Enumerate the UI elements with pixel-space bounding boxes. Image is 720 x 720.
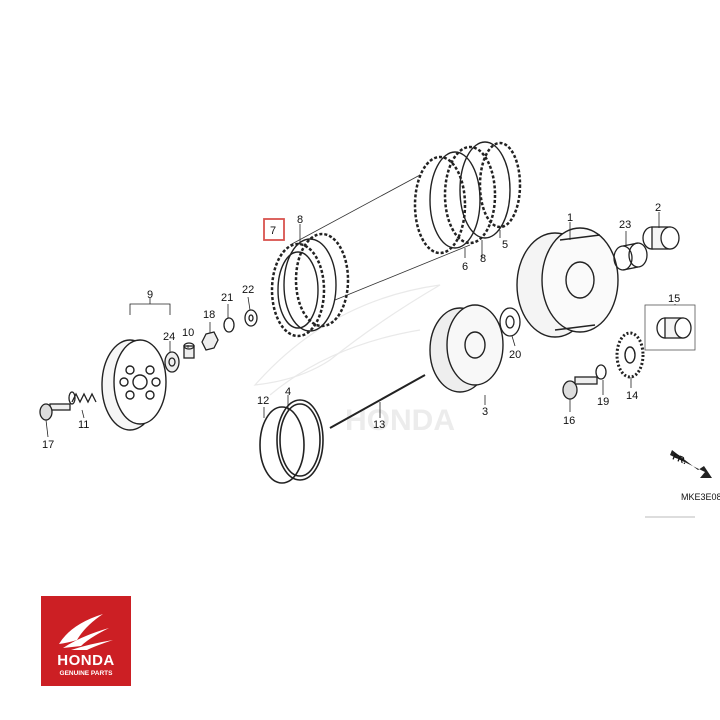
callout-8-front[interactable]: 8 bbox=[297, 214, 303, 226]
diagram-code: MKE3E08 bbox=[681, 492, 720, 502]
callout-12[interactable]: 12 bbox=[257, 395, 269, 407]
part-9-pressure-plate[interactable] bbox=[101, 339, 167, 431]
part-20-washer[interactable] bbox=[499, 307, 521, 337]
callout-16[interactable]: 16 bbox=[563, 415, 575, 427]
part-5-6-8-plate-stack[interactable] bbox=[413, 141, 522, 255]
callout-8-back[interactable]: 8 bbox=[480, 253, 486, 265]
part-23-needle-bearing[interactable] bbox=[613, 242, 648, 271]
guide-lines bbox=[289, 174, 471, 301]
callout-5[interactable]: 5 bbox=[502, 239, 508, 251]
callout-6[interactable]: 6 bbox=[462, 261, 468, 273]
part-7-clutch-plate[interactable] bbox=[270, 232, 350, 338]
highlight-box bbox=[263, 218, 285, 241]
part-2-bushing[interactable] bbox=[642, 226, 680, 250]
callout-11[interactable]: 11 bbox=[78, 419, 89, 431]
part-10-lifter-piece[interactable] bbox=[183, 342, 195, 359]
part-1-clutch-outer[interactable] bbox=[516, 227, 619, 338]
part-22-washer[interactable] bbox=[244, 309, 258, 327]
part-13-push-rod[interactable] bbox=[329, 374, 426, 429]
callout-19[interactable]: 19 bbox=[597, 396, 609, 408]
honda-genuine-parts-logo: HONDA GENUINE PARTS bbox=[41, 596, 131, 686]
callout-23[interactable]: 23 bbox=[619, 219, 631, 231]
callout-labels: 1 2 3 4 5 6 7 8 8 9 10 11 12 13 14 15 16… bbox=[42, 202, 680, 451]
part-18-nut[interactable] bbox=[201, 331, 219, 351]
front-direction-arrow: FR. bbox=[670, 450, 712, 478]
arrow-icon bbox=[670, 450, 712, 478]
callout-21[interactable]: 21 bbox=[221, 292, 233, 304]
callout-2[interactable]: 2 bbox=[655, 202, 661, 214]
callout-14[interactable]: 14 bbox=[626, 390, 638, 402]
watermark-text: HONDA bbox=[345, 404, 455, 437]
callout-10[interactable]: 10 bbox=[182, 327, 194, 339]
part-24-bearing[interactable] bbox=[164, 351, 180, 373]
callout-15[interactable]: 15 bbox=[668, 293, 680, 305]
part-11-spring[interactable] bbox=[68, 391, 97, 405]
part-17-bolt[interactable] bbox=[39, 403, 71, 421]
part-16-bolt[interactable] bbox=[562, 376, 598, 400]
callout-7[interactable]: 7 bbox=[270, 225, 276, 237]
callout-18[interactable]: 18 bbox=[203, 309, 215, 321]
part-14-gear[interactable] bbox=[615, 331, 645, 379]
part-15-collar[interactable] bbox=[644, 304, 696, 351]
callout-9[interactable]: 9 bbox=[147, 289, 153, 301]
brand-tagline: GENUINE PARTS bbox=[59, 670, 113, 677]
callout-1[interactable]: 1 bbox=[567, 212, 573, 224]
callout-24[interactable]: 24 bbox=[163, 331, 175, 343]
callout-17[interactable]: 17 bbox=[42, 439, 54, 451]
callout-22[interactable]: 22 bbox=[242, 284, 254, 296]
part-3-clutch-center[interactable] bbox=[429, 304, 504, 393]
part-12-4-rings[interactable] bbox=[259, 399, 324, 484]
callout-13[interactable]: 13 bbox=[373, 419, 385, 431]
part-19-washer[interactable] bbox=[595, 364, 607, 380]
callout-3[interactable]: 3 bbox=[482, 406, 488, 418]
callout-leaders bbox=[45, 212, 676, 438]
wing-icon bbox=[59, 614, 113, 650]
callout-20[interactable]: 20 bbox=[509, 349, 521, 361]
brand-name: HONDA bbox=[57, 652, 115, 669]
part-21-washer[interactable] bbox=[223, 317, 235, 333]
callout-4[interactable]: 4 bbox=[285, 386, 291, 398]
direction-label: FR. bbox=[671, 451, 688, 466]
